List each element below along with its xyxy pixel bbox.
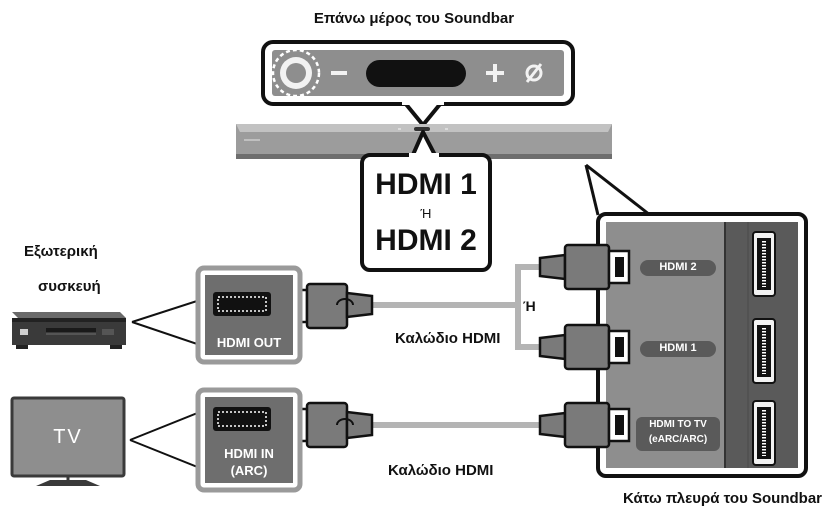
- soundbar-port-hdmi-to-tv-label-line1: HDMI TO TV: [649, 419, 707, 430]
- device-hdmi-out-port: [195, 265, 303, 365]
- device-port-hdmi-out-label: HDMI OUT: [216, 335, 282, 350]
- mic-off-icon: [525, 63, 543, 83]
- port-pill-hdmi-to-tv: [636, 417, 720, 451]
- soundbar-hdmi2-socket-icon: [752, 231, 776, 297]
- hdmi-choice-callout: [360, 130, 492, 272]
- soundbar-bottom-title: Κάτω πλευρά του Soundbar: [623, 490, 822, 507]
- power-button-icon: [271, 48, 321, 98]
- hdmi-plug-soundbar-hdmi2-icon: [538, 243, 631, 291]
- hdmi-choice-line2: HDMI 2: [375, 224, 477, 257]
- tv-screen-label: TV: [53, 426, 83, 448]
- hdmi-cable-top: [372, 264, 540, 350]
- cable-bottom-label: Καλώδιο HDMI: [388, 462, 494, 479]
- soundbar-port-hdmi-to-tv-label-line2: (eARC/ARC): [648, 434, 708, 445]
- touch-slot-icon: [366, 60, 466, 87]
- external-device-icon: [12, 298, 201, 349]
- soundbar-port-hdmi1-label: HDMI 1: [659, 342, 697, 354]
- hdmi-plug-soundbar-hdmi-to-tv-icon: [538, 401, 631, 449]
- tv-port-hdmi-in-label-line1: HDMI IN: [224, 446, 274, 461]
- tv-icon: [10, 396, 201, 486]
- tv-port-hdmi-in-label-line2: (ARC): [230, 463, 268, 478]
- hdmi-choice-line1: HDMI 1: [375, 168, 477, 201]
- soundbar-hdmi1-socket-icon: [752, 318, 776, 384]
- port-pill-hdmi1: [640, 341, 716, 357]
- soundbar-top-title: Επάνω μέρος του Soundbar: [313, 10, 515, 27]
- cable-or-label: Ή: [523, 298, 536, 314]
- plus-button-icon: [486, 64, 504, 82]
- soundbar-hdmi-to-tv-socket-icon: [752, 400, 776, 466]
- external-device-label-line1: Εξωτερική: [24, 243, 98, 260]
- tv-hdmi-in-port: [195, 387, 303, 493]
- hdmi-plug-soundbar-hdmi1-icon: [538, 323, 631, 371]
- minus-button-icon: [331, 71, 347, 75]
- port-pill-hdmi2: [640, 260, 716, 276]
- hdmi-choice-or: Ή: [420, 206, 432, 221]
- external-device-label-line2: συσκευή: [38, 278, 101, 295]
- cable-top-label: Καλώδιο HDMI: [395, 330, 501, 347]
- soundbar-port-hdmi2-label: HDMI 2: [659, 261, 697, 273]
